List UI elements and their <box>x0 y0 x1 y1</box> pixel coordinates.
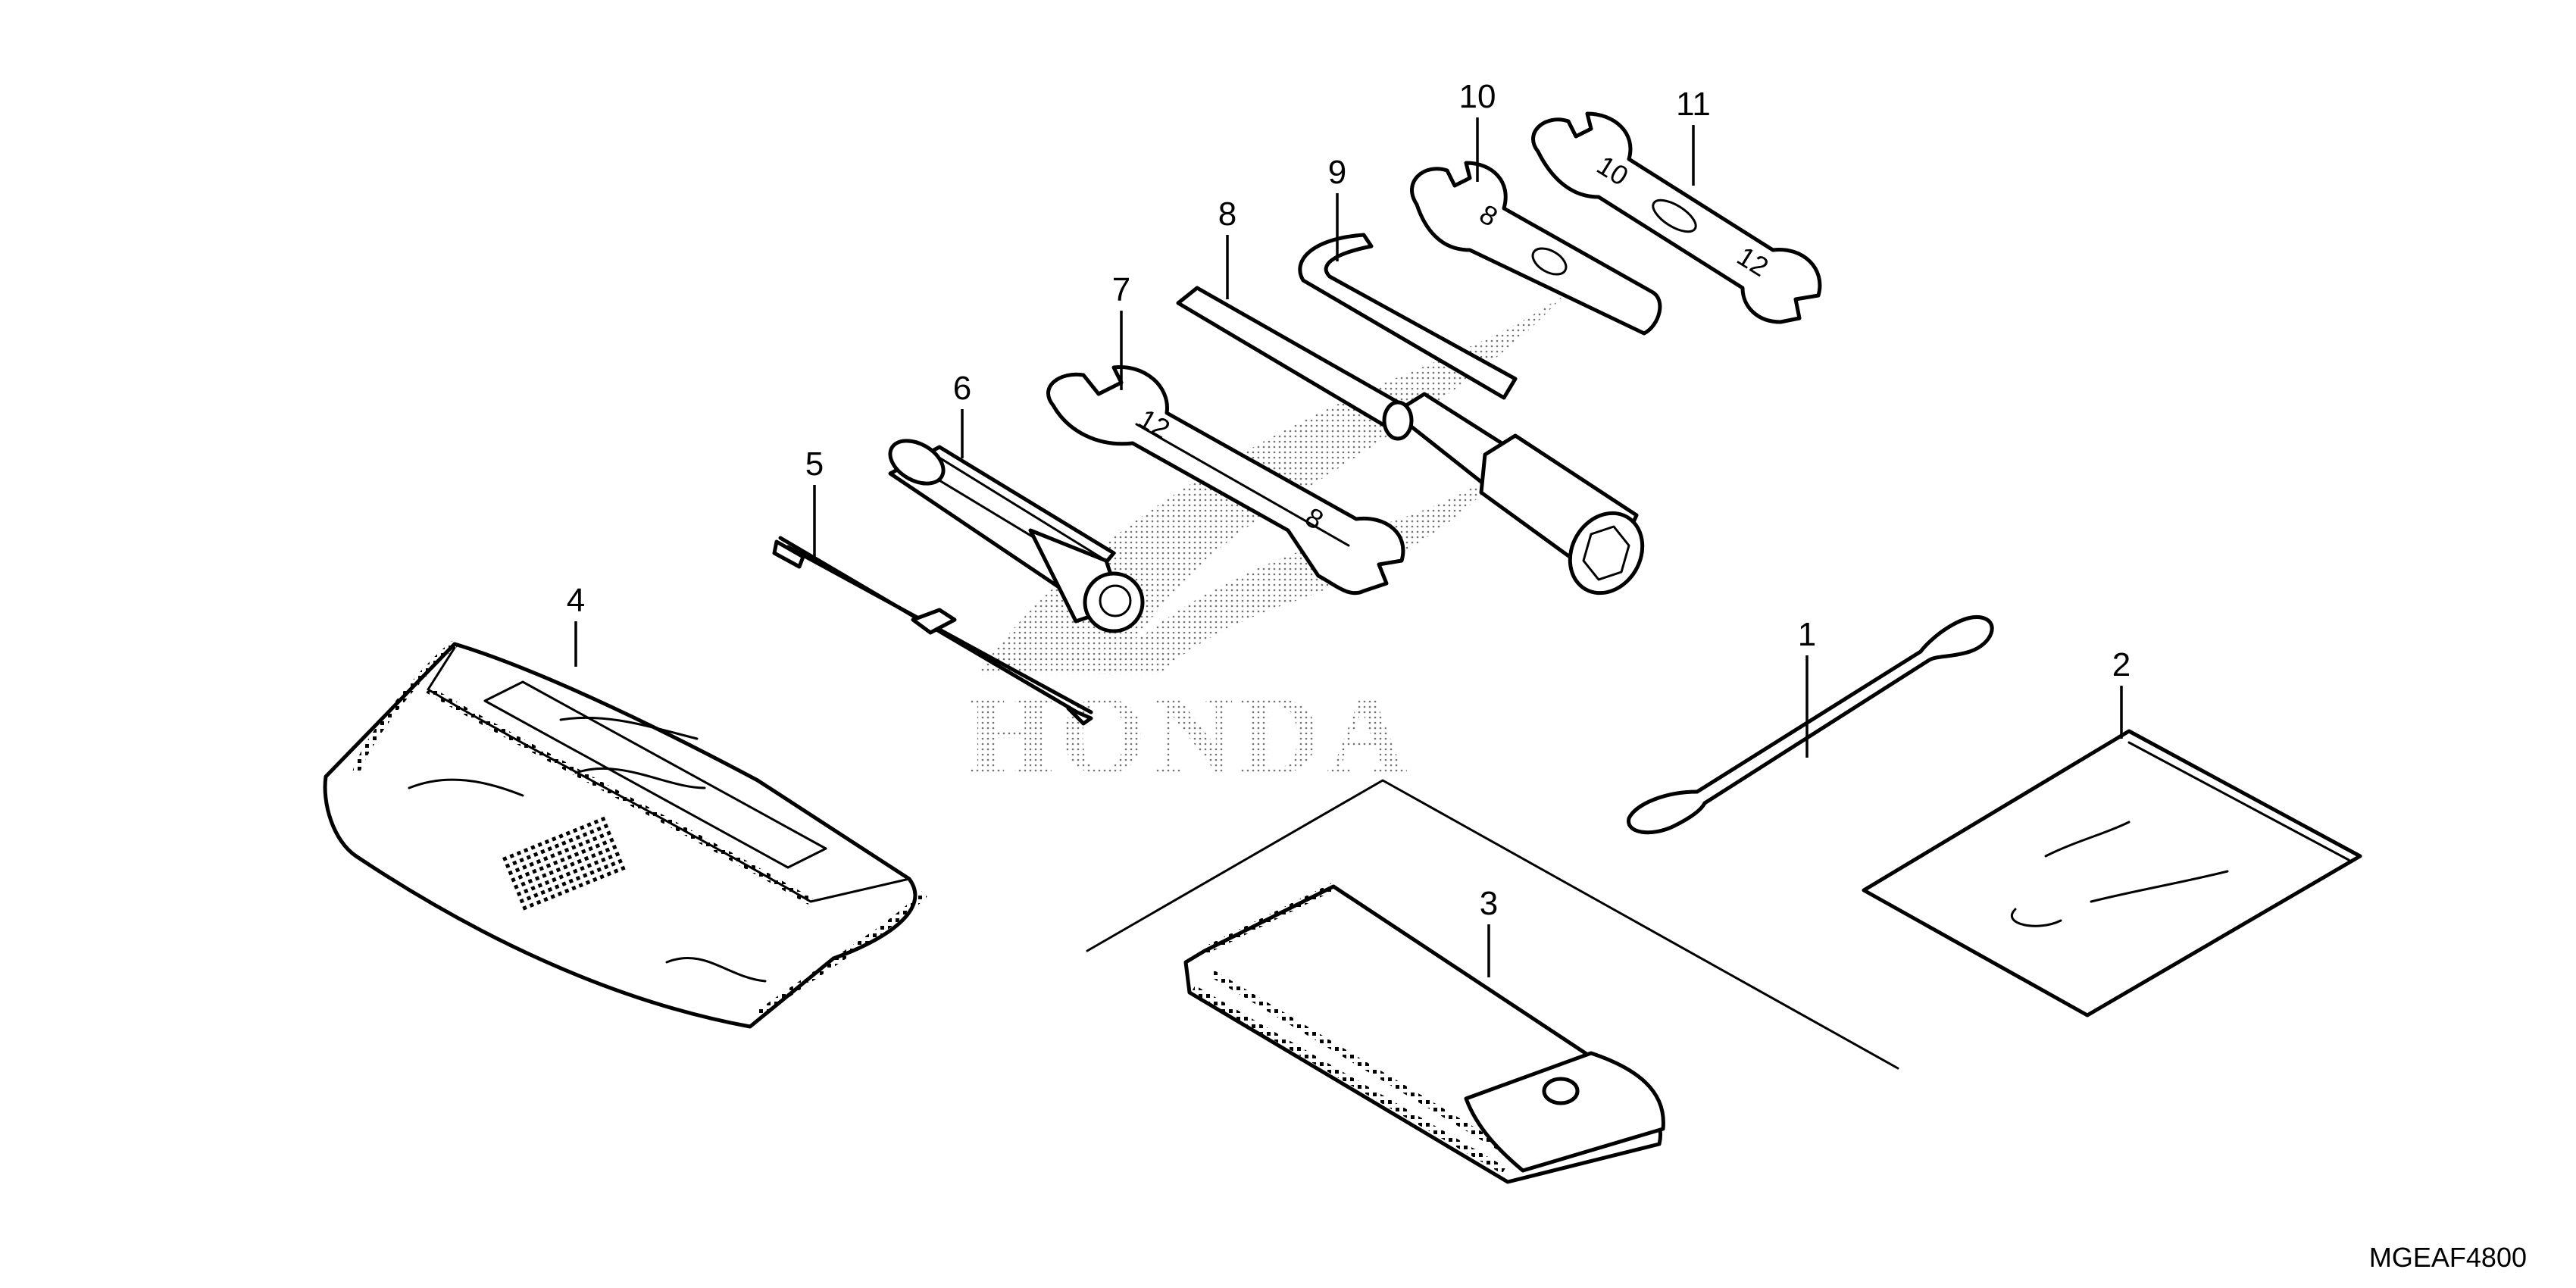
part-6-plug-wrench <box>888 439 1145 633</box>
callout-2: 2 <box>2112 646 2131 683</box>
part-2-document-sleeve <box>1862 729 2362 1018</box>
callout-7: 7 <box>1112 271 1130 308</box>
leader-lines <box>574 117 2123 977</box>
callout-6: 6 <box>953 370 971 407</box>
diagram-code: MGEAF4800 <box>2369 1242 2527 1273</box>
part-10-wrench: 8 <box>1410 161 1662 336</box>
part-4-tool-bag <box>323 641 927 1029</box>
part-3-small-pouch <box>1086 779 1899 1184</box>
callout-10: 10 <box>1459 78 1496 115</box>
callout-9: 9 <box>1328 154 1346 191</box>
callout-3: 3 <box>1480 885 1498 922</box>
callout-8: 8 <box>1218 195 1236 233</box>
callout-4: 4 <box>567 582 585 619</box>
callout-5: 5 <box>805 445 824 483</box>
callout-11: 11 <box>1676 86 1711 123</box>
part-11-wrench: 10 12 <box>1531 111 1822 324</box>
part-9-hex-key <box>1298 233 1518 400</box>
callout-1: 1 <box>1798 616 1816 653</box>
part-1-cable-strap <box>1627 614 1994 835</box>
part-7-wrench: 12 8 <box>1046 364 1405 596</box>
callout-numbers: 1 2 3 4 5 6 7 8 9 10 11 <box>567 78 2131 922</box>
part-5-screwdriver <box>772 536 1093 726</box>
honda-wordmark: HONDA <box>966 674 1414 798</box>
part-8-extension-bar-socket <box>1176 286 1645 596</box>
